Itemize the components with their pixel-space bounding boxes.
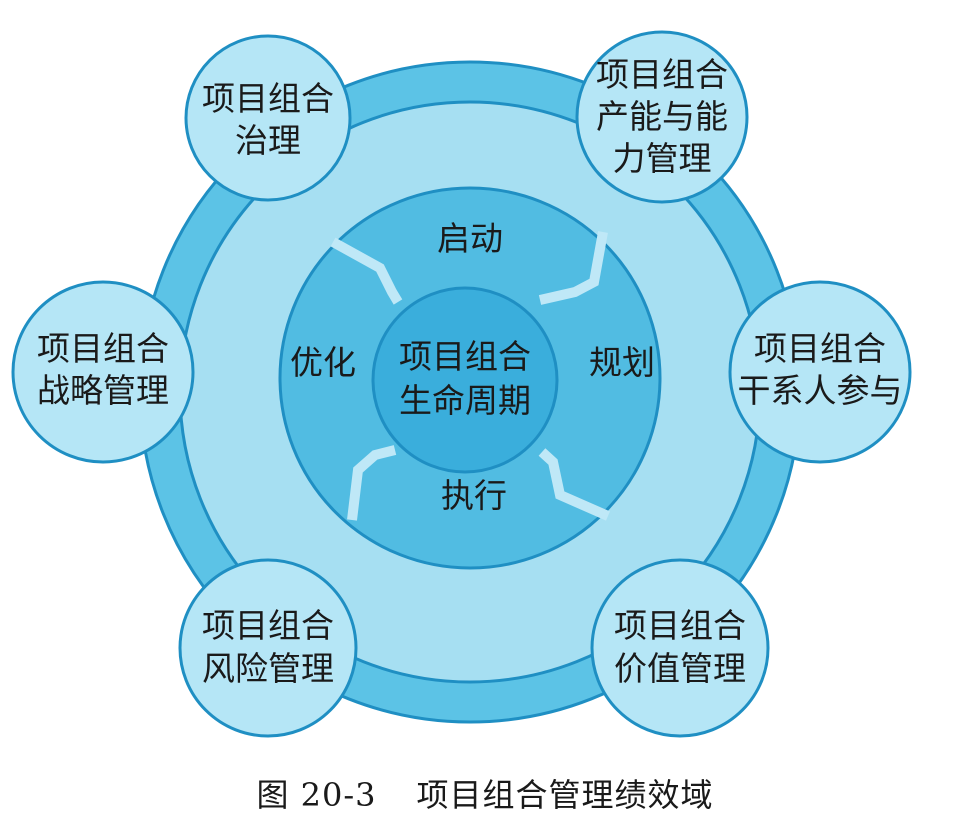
phase-execute: 执行 (441, 476, 507, 515)
satellite-value: 项目组合 价值管理 (590, 558, 770, 738)
figure-number: 图 20-3 (256, 776, 377, 814)
separator-top-right (538, 231, 608, 305)
value-line-2: 价值管理 (614, 649, 746, 688)
lifecycle-hub (371, 286, 559, 474)
satellite-governance: 项目组合 治理 (184, 34, 352, 202)
governance-line-1: 项目组合 (202, 79, 334, 118)
risk-line-2: 风险管理 (202, 649, 334, 688)
phase-optimize: 优化 (290, 343, 356, 382)
portfolio-performance-domain-diagram: 项目组合 生命周期 启动 规划 执行 优化 项目组合 治理 项目组合 产能与能 … (11, 30, 912, 738)
satellite-risk: 项目组合 风险管理 (178, 558, 358, 738)
strategy-line-1: 项目组合 (37, 329, 169, 368)
hub-label-line-2: 生命周期 (399, 381, 531, 420)
strategy-line-2: 战略管理 (37, 371, 169, 410)
separator-bottom-left (347, 445, 397, 521)
capacity-line-1: 项目组合 (596, 55, 728, 94)
satellite-capacity: 项目组合 产能与能 力管理 (575, 30, 749, 204)
satellite-strategy: 项目组合 战略管理 (11, 280, 195, 464)
phase-plan: 规划 (589, 343, 655, 382)
risk-line-1: 项目组合 (202, 606, 334, 645)
capacity-line-2: 产能与能 (596, 97, 728, 136)
hub-label-line-1: 项目组合 (399, 337, 531, 376)
value-line-1: 项目组合 (614, 606, 746, 645)
satellite-stakeholder: 项目组合 干系人参与 (728, 280, 912, 464)
separator-bottom-right (538, 448, 611, 521)
phase-start: 启动 (437, 219, 503, 258)
figure-caption: 图 20-3 项目组合管理绩效域 (0, 770, 970, 816)
stakeholder-line-2: 干系人参与 (738, 371, 903, 410)
separator-top-left (330, 237, 403, 305)
stakeholder-line-1: 项目组合 (754, 329, 886, 368)
capacity-line-3: 力管理 (613, 139, 712, 178)
governance-line-2: 治理 (235, 121, 301, 160)
phase-separators (330, 231, 611, 521)
figure-title: 项目组合管理绩效域 (416, 776, 714, 814)
